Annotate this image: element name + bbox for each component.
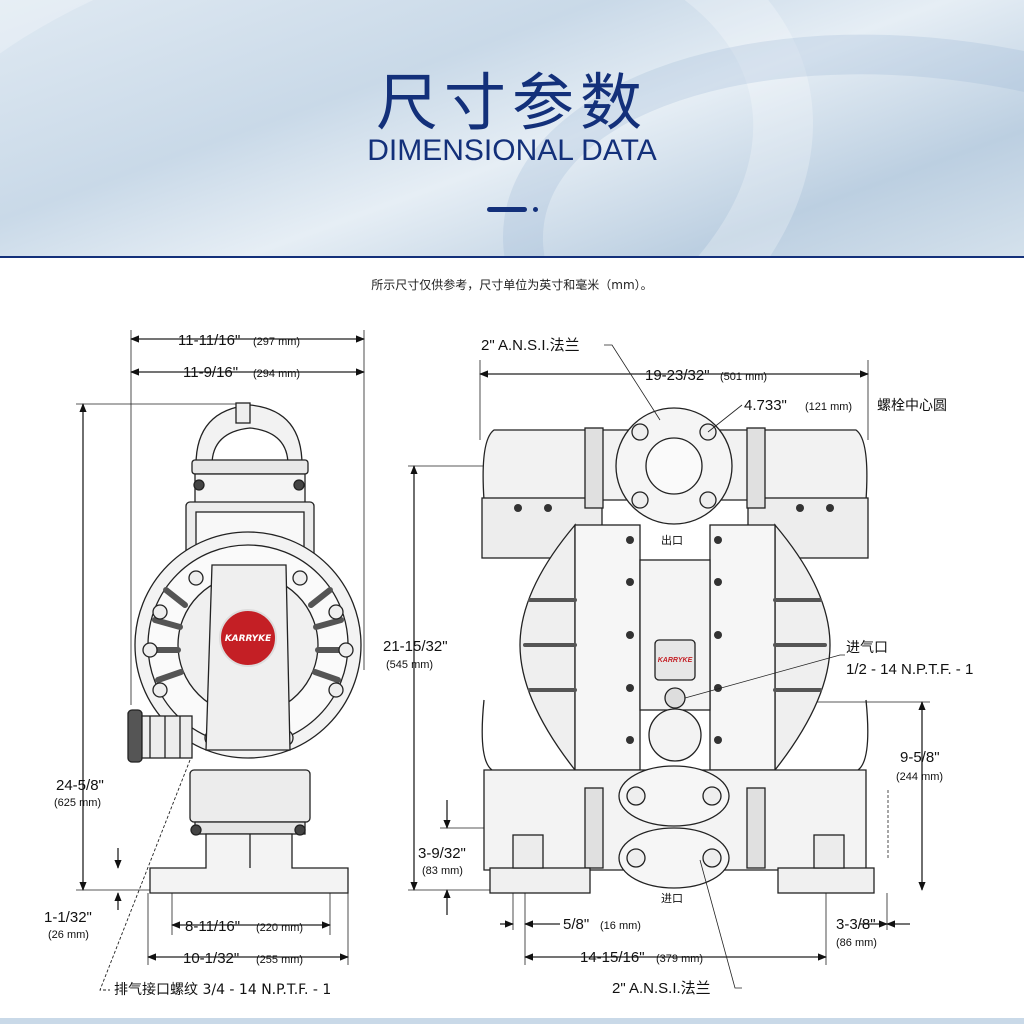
dim-front-height: 21-15/32" xyxy=(383,638,448,655)
dim-side-offset: 3-3/8" xyxy=(836,916,876,933)
dim-slot-mm: (16 mm) xyxy=(600,920,641,932)
dim-inlet-height-mm: (83 mm) xyxy=(422,865,463,877)
dim-front-width-mm: (501 mm) xyxy=(720,371,767,383)
bolt-circle-dim: 4.733" xyxy=(744,397,787,414)
exhaust-port-label: 排气接口螺纹 3/4 - 14 N.P.T.F. - 1 xyxy=(114,981,331,998)
title-divider-dot xyxy=(533,207,538,212)
front-logo: KARRYKE xyxy=(658,657,693,664)
dim-side-base-outer-mm: (255 mm) xyxy=(256,954,303,966)
flange-top-label: 2" A.N.S.I.法兰 xyxy=(481,337,580,354)
footer-band xyxy=(0,1018,1024,1024)
flange-bottom-label: 2" A.N.S.I.法兰 xyxy=(612,980,711,997)
side-view xyxy=(76,330,365,991)
dim-front-base: 14-15/16" xyxy=(580,949,645,966)
page-subtitle: DIMENSIONAL DATA xyxy=(367,134,657,167)
dim-side-width-inner-mm: (294 mm) xyxy=(253,368,300,380)
bolt-circle-dim-mm: (121 mm) xyxy=(805,401,852,413)
dim-side-foot: 1-1/32" xyxy=(44,909,92,926)
side-logo: KARRYKE xyxy=(225,634,272,644)
air-inlet-spec: 1/2 - 14 N.P.T.F. - 1 xyxy=(846,661,973,678)
dim-air-height-mm: (244 mm) xyxy=(896,771,943,783)
front-view xyxy=(408,344,930,989)
inlet-label: 进口 xyxy=(661,892,683,905)
page-title: 尺寸参数 xyxy=(375,66,648,139)
dim-side-height-mm: (625 mm) xyxy=(54,797,101,809)
dim-side-width-outer: 11-11/16" xyxy=(178,332,240,349)
dim-inlet-height: 3-9/32" xyxy=(418,845,466,862)
dim-front-height-mm: (545 mm) xyxy=(386,659,433,671)
header-rule xyxy=(0,256,1024,258)
units-note: 所示尺寸仅供参考，尺寸单位为英寸和毫米（mm）。 xyxy=(371,278,653,292)
dim-side-base-inner: 8-11/16" xyxy=(185,918,240,935)
dim-air-height: 9-5/8" xyxy=(900,749,940,766)
dim-side-foot-mm: (26 mm) xyxy=(48,929,89,941)
dim-side-height: 24-5/8" xyxy=(56,777,104,794)
title-divider xyxy=(487,207,527,212)
dim-side-width-outer-mm: (297 mm) xyxy=(253,336,300,348)
outlet-label: 出口 xyxy=(661,533,683,547)
dim-front-width: 19-23/32" xyxy=(645,367,710,384)
air-inlet-label: 进气口 xyxy=(846,640,888,656)
bolt-circle-label: 螺栓中心圆 xyxy=(877,398,947,414)
header-banner: 尺寸参数 DIMENSIONAL DATA xyxy=(0,0,1024,256)
dim-side-base-outer: 10-1/32" xyxy=(183,950,239,967)
dim-side-width-inner: 11-9/16" xyxy=(183,364,238,381)
dim-side-base-inner-mm: (220 mm) xyxy=(256,922,303,934)
dim-slot: 5/8" xyxy=(563,916,589,933)
dim-front-base-mm: (379 mm) xyxy=(656,953,703,965)
dim-side-offset-mm: (86 mm) xyxy=(836,937,877,949)
